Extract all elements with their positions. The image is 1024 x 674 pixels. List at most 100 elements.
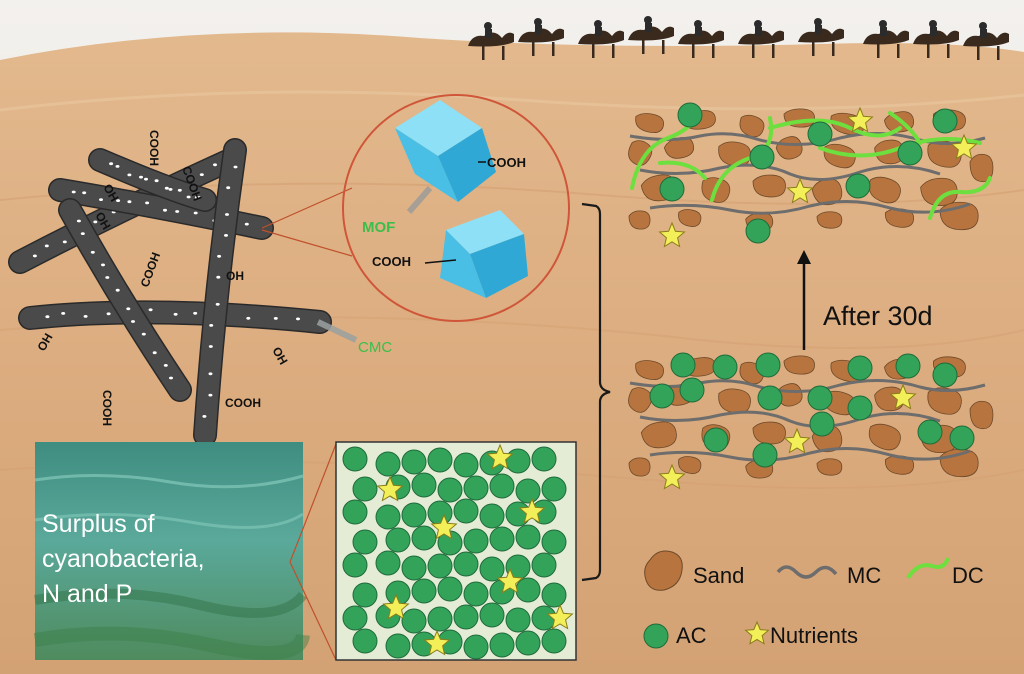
bracket	[581, 202, 611, 582]
fiber-pore	[106, 312, 111, 316]
camel-silhouette	[863, 30, 909, 45]
mixture-ac-circle	[401, 502, 427, 528]
legend-ac-label: AC	[676, 623, 707, 648]
legend-ac-swatch	[643, 623, 669, 649]
camel-leg	[642, 40, 645, 54]
legend-dc-swatch	[906, 557, 950, 580]
camel-silhouette	[798, 28, 844, 43]
camel-caravan	[468, 16, 1009, 60]
after-ac-circle	[677, 102, 703, 128]
fiber-pore	[82, 191, 87, 195]
mixture-nutrient-star	[376, 475, 404, 502]
water-caption-line1: Surplus of	[42, 510, 155, 538]
mixture-nutrient-star	[382, 593, 410, 620]
fiber-pore	[163, 364, 168, 367]
mixture-ac-circle	[401, 608, 427, 634]
mix-connector	[289, 443, 337, 661]
before-ac-circle	[679, 377, 705, 403]
after-30d-label: After 30d	[823, 301, 933, 331]
fiber-pore	[168, 188, 173, 191]
mixture-ac-circle	[541, 476, 567, 502]
camel-leg	[532, 42, 535, 56]
mixture-ac-circle	[427, 500, 453, 526]
fiber-pore	[175, 210, 180, 213]
rider-body	[930, 27, 937, 36]
rider	[929, 20, 937, 28]
legend-mc-swatch	[776, 565, 838, 579]
mixture-ac-circle	[489, 526, 515, 552]
mixture-ac-circle	[437, 477, 463, 503]
fiber-pore	[202, 415, 207, 418]
mixture-nutrient-star	[546, 603, 574, 630]
mixture-ac-circle	[479, 503, 505, 529]
fiber-pore	[152, 351, 157, 355]
sand-particle	[775, 136, 803, 160]
rider	[484, 22, 492, 30]
before-nutrient-star	[889, 383, 917, 410]
fiber-pore	[226, 186, 231, 190]
mixture-ac-circle	[375, 451, 401, 477]
rider-body	[645, 23, 652, 32]
mixture-ac-circle	[515, 478, 541, 504]
dc-filament	[888, 111, 922, 145]
mc-filament	[649, 447, 971, 462]
sand-particle	[783, 355, 815, 375]
mixture-ac-circle	[401, 555, 427, 581]
dc-filament	[768, 118, 902, 138]
fiber-pore	[193, 211, 198, 215]
legend: Sand MC DC AC Nutrients	[643, 550, 984, 649]
sand-particle	[752, 421, 786, 445]
mc-filament	[639, 410, 941, 429]
zoom-connector	[261, 187, 353, 257]
sand-particle	[718, 388, 751, 414]
mixture-nutrient-star	[423, 629, 451, 656]
mc-filament	[649, 200, 971, 215]
before-ac-circle	[757, 385, 783, 411]
dc-filament	[658, 160, 707, 180]
legend-dc-label: DC	[952, 563, 984, 588]
after-ac-circle	[659, 176, 685, 202]
camel-silhouette	[628, 26, 674, 41]
mixture-ac-circle	[463, 475, 489, 501]
camel-leg	[692, 44, 695, 58]
mof-zoom-circle: COOH COOH MOF	[342, 94, 570, 322]
fiber-pore	[196, 196, 201, 199]
fiber-pore	[173, 312, 178, 316]
cmc-fiber	[194, 139, 246, 446]
water-caption-line3: N and P	[42, 580, 132, 608]
mixture-nutrient-star	[430, 513, 458, 540]
mixture-ac-circle	[375, 550, 401, 576]
camel-leg	[947, 44, 950, 58]
mixture-ac-circle	[479, 556, 505, 582]
mof-cube-upper	[395, 100, 496, 202]
before-ac-circle	[755, 352, 781, 378]
after-nutrient-star	[950, 133, 978, 160]
fiber-pore	[45, 315, 50, 319]
mixture-ac-circle	[531, 552, 557, 578]
mixture-ac-circle	[352, 529, 378, 555]
fiber-pore	[80, 232, 85, 236]
before-ac-circle	[712, 354, 738, 380]
camel-leg	[712, 44, 715, 58]
fiber-pore	[169, 376, 173, 380]
fiber-pore	[127, 200, 132, 204]
mixture-nutrient-star	[496, 567, 524, 594]
fiber-pore	[208, 372, 213, 376]
fiber-pore	[145, 201, 150, 205]
fiber-pore	[208, 345, 213, 348]
mof-cube-lower	[440, 210, 528, 298]
dc-filament	[928, 176, 992, 220]
before-ac-circle	[670, 352, 696, 378]
fiber-pore	[224, 234, 228, 237]
sand-particle	[628, 387, 653, 413]
sand-particle	[816, 458, 843, 476]
camel-silhouette	[913, 30, 959, 45]
fiber-pore	[127, 173, 132, 177]
after-ac-circle	[807, 121, 833, 147]
legend-mc-label: MC	[847, 563, 881, 588]
fiber-pore	[76, 219, 81, 223]
before-ac-circle	[847, 395, 873, 421]
mixture-ac-circle	[437, 576, 463, 602]
before-ac-circle	[703, 427, 729, 453]
camel-leg	[897, 44, 900, 58]
